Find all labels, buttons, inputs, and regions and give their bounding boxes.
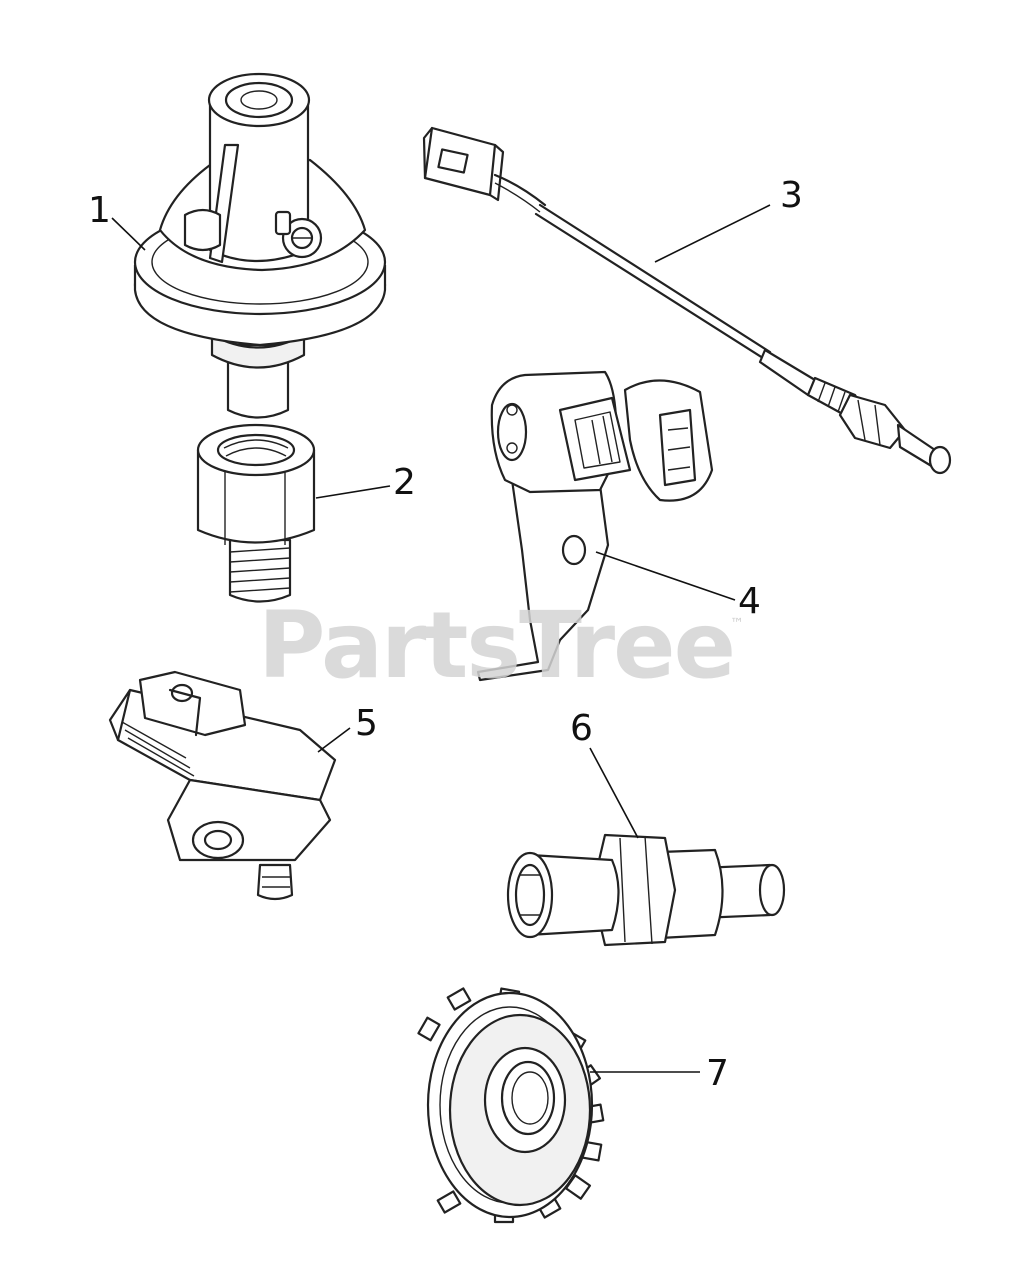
watermark-trademark: ™ [730,616,744,632]
part-7-reluctor-ring [417,987,605,1224]
callout-4: 4 [738,581,761,622]
part-6-temperature-sensor [506,833,786,947]
part-1-pressure-switch [133,72,387,419]
leader-line-6 [589,747,639,839]
part-4-position-sensor [476,370,714,682]
leader-line-2 [315,485,391,499]
callout-7: 7 [706,1053,729,1094]
callout-3: 3 [780,175,803,216]
leader-line-3 [654,204,771,263]
leader-line-5 [317,727,351,753]
callout-1: 1 [88,190,111,231]
callout-2: 2 [393,462,416,503]
callout-6: 6 [570,708,593,749]
callout-5: 5 [355,703,378,744]
leader-line-4 [595,551,736,601]
leader-line-1 [111,217,146,251]
watermark-text: PartsTree [258,592,734,699]
part-3-oxygen-sensor [422,126,952,475]
part-5-map-sensor [108,670,337,901]
part-2-adapter-fitting [196,423,316,603]
